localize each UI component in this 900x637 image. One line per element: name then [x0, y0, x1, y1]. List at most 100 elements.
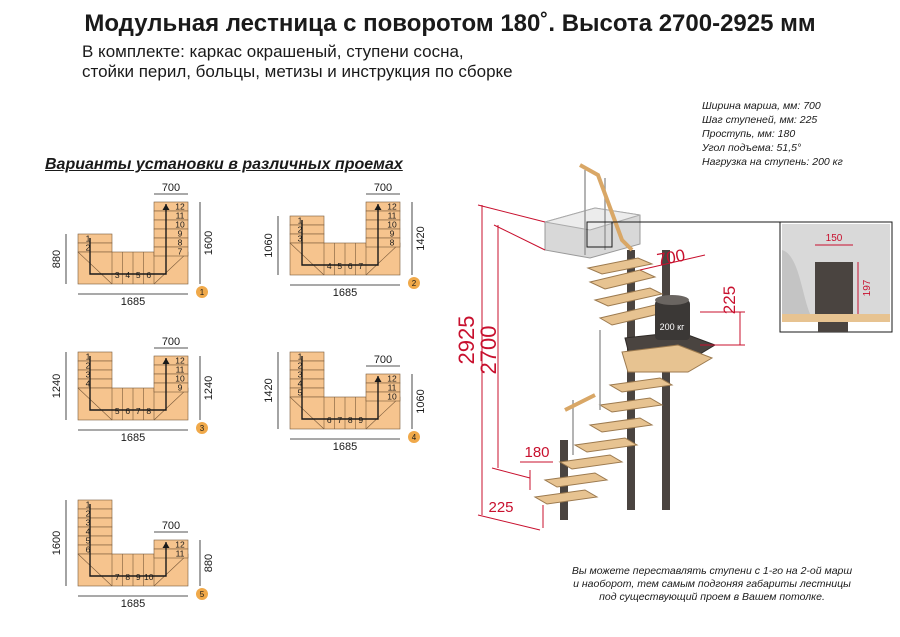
spec-line: Ширина марша, мм: 700: [702, 100, 821, 112]
plan-badge: [408, 277, 420, 289]
step-number: 3: [298, 234, 303, 244]
dim-top: 700: [374, 354, 392, 366]
step-number: 3: [115, 270, 120, 280]
step-number: 8: [390, 238, 395, 248]
plan-3: [65, 347, 208, 434]
dim-width: 1685: [333, 287, 357, 299]
plan-step: [77, 233, 113, 244]
step-number: 8: [178, 238, 183, 248]
step-number: 7: [136, 406, 141, 416]
note-line: Вы можете переставлять ступени с 1-го на…: [571, 565, 853, 577]
dim-height: 2700: [476, 326, 501, 375]
step-number: 9: [358, 415, 363, 425]
plan-badge-number: 2: [412, 279, 417, 288]
step-number: 7: [337, 415, 342, 425]
plan-step: [289, 378, 325, 389]
dim-tread: 180: [524, 444, 549, 461]
plan-1: [65, 193, 208, 298]
dim-right: 1600: [203, 231, 215, 255]
lower-flight: [533, 377, 674, 505]
plan-badge-number: 1: [200, 288, 205, 297]
plan-step: [77, 508, 113, 519]
walk-arrow: [374, 376, 382, 382]
plan-step: [365, 228, 401, 239]
step-number: 9: [136, 572, 141, 582]
step-number: 5: [115, 406, 120, 416]
subtitle-line: В комплекте: каркас окрашеный, ступени с…: [82, 42, 464, 61]
step-number: 4: [125, 270, 130, 280]
step-number: 12: [175, 202, 185, 212]
step-number: 10: [175, 220, 185, 230]
spec-line: Шаг ступеней, мм: 225: [702, 114, 818, 126]
step-number: 10: [144, 572, 154, 582]
step-number: 3: [86, 518, 91, 528]
step-number: 5: [136, 270, 141, 280]
plan-2: [277, 193, 420, 289]
walk-line: [89, 204, 167, 275]
step-number: 3: [86, 370, 91, 380]
plan-badge-number: 4: [412, 433, 417, 442]
dim-left: 1420: [263, 378, 275, 402]
ceiling-slab: [544, 207, 641, 259]
step-number: 2: [86, 509, 91, 519]
plan-badge: [196, 588, 208, 600]
plan-badge-number: 5: [200, 590, 205, 599]
plan-step: [77, 242, 113, 253]
step-number: 6: [327, 415, 332, 425]
dim-top: 700: [162, 336, 180, 348]
step-number: 8: [146, 406, 151, 416]
dim-top: 700: [162, 182, 180, 194]
step-number: 12: [175, 540, 185, 550]
note-line: под существующий проем в Вашем потолке.: [599, 591, 825, 603]
step-number: 2: [298, 225, 303, 235]
step-number: 4: [86, 379, 91, 389]
plan-step: [77, 499, 113, 510]
weight-200kg: 200 кг: [655, 295, 690, 340]
step-number: 11: [176, 549, 185, 559]
step-number: 5: [86, 536, 91, 546]
plan-4: [277, 351, 420, 443]
walk-arrow: [374, 204, 382, 210]
dim-top: 700: [162, 520, 180, 532]
handrail: [564, 163, 634, 412]
plan-step: [153, 382, 189, 393]
footnote: Вы можете переставлять ступени с 1-го на…: [562, 565, 862, 604]
spec-line: Проступь, мм: 180: [702, 128, 796, 140]
plan-step: [153, 237, 189, 248]
step-number: 10: [175, 374, 185, 384]
dim-width: 1685: [121, 598, 145, 610]
step-number: 11: [388, 383, 397, 393]
landing: [621, 331, 717, 373]
dim-width: 1685: [121, 296, 145, 308]
plan-step: [289, 369, 325, 380]
step-number: 12: [175, 356, 185, 366]
plan-badge: [196, 286, 208, 298]
central-column: [560, 250, 670, 520]
dim-bottom: 225: [488, 499, 513, 516]
step-number: 11: [388, 211, 397, 221]
step-number: 4: [86, 527, 91, 537]
dim-left: 1600: [51, 531, 63, 555]
walk-line: [301, 204, 379, 266]
step-number: 7: [115, 572, 120, 582]
step-number: 8: [348, 415, 353, 425]
plan-step: [77, 360, 113, 371]
walk-arrow: [162, 204, 170, 210]
step-number: 9: [178, 383, 183, 393]
walk-arrow: [162, 358, 170, 364]
plan-5: [65, 499, 208, 600]
plan-step: [289, 215, 325, 226]
step-number: 5: [337, 261, 342, 271]
step-number: 5: [298, 388, 303, 398]
step-number: 7: [358, 261, 363, 271]
dim-width: 1685: [121, 432, 145, 444]
spec-line: Угол подъема: 51,5°: [702, 142, 802, 154]
step-number: 2: [298, 361, 303, 371]
plan-step: [365, 391, 401, 402]
upper-flight: [586, 257, 669, 326]
plan-step: [77, 544, 113, 555]
spec-line: Нагрузка на ступень: 200 кг: [702, 156, 843, 168]
step-number: 11: [176, 365, 185, 375]
plan-step: [289, 351, 325, 362]
